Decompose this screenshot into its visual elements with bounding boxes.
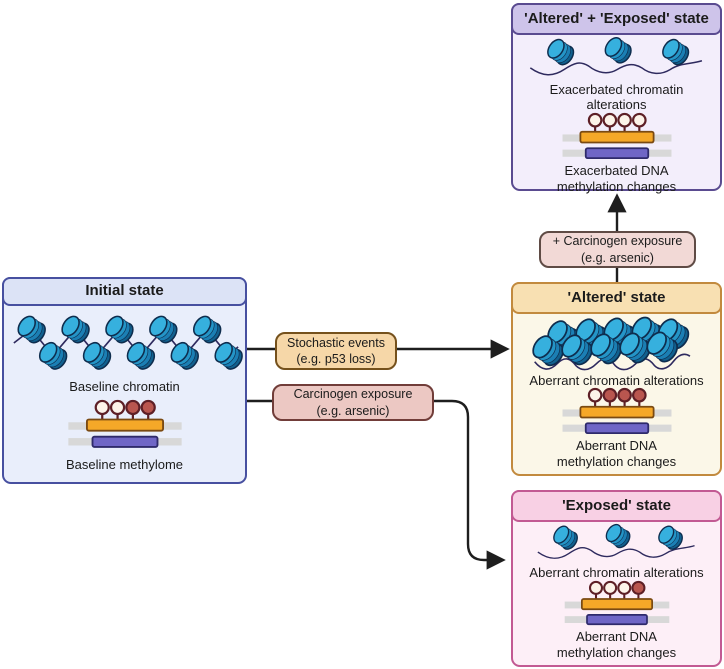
- state-box-exposed: 'Exposed' state Aberrant chromatin alter…: [511, 490, 722, 667]
- label-line1: + Carcinogen exposure: [552, 234, 683, 249]
- sparse-chromatin-illustration: [529, 33, 702, 75]
- nucleosome-icon: [188, 312, 225, 347]
- methyl-mark: [124, 399, 141, 415]
- nucleosome-icon: [122, 338, 159, 373]
- state-body-altered: Aberrant chromatin alterations Aberrant …: [513, 312, 720, 475]
- methylome-bar: [91, 435, 158, 448]
- methylome-illustration: [562, 388, 671, 435]
- state-body-altered-exposed: Exacerbated chromatin alterations Exacer…: [513, 33, 720, 199]
- methyl-mark: [602, 580, 617, 595]
- nucleosome-icon: [101, 312, 137, 347]
- nucleosome-icon: [166, 338, 202, 373]
- methylome-bar: [584, 422, 649, 435]
- state-title-initial: Initial state: [2, 277, 247, 306]
- dense-chromatin-illustration: [527, 312, 693, 370]
- label-plus-carcinogen-exposure: + Carcinogen exposure (e.g. arsenic): [539, 231, 696, 268]
- methylome-illustration: [564, 580, 669, 626]
- nucleosome-icon: [78, 338, 115, 373]
- nucleosome-icon: [34, 338, 71, 373]
- dna-strand: [536, 544, 695, 559]
- state-box-altered-exposed: 'Altered' + 'Exposed' state Exacerbated …: [511, 3, 722, 194]
- state-box-altered: 'Altered' state Aberrant chromatin alter…: [511, 282, 722, 476]
- nucleosome-icon: [13, 312, 49, 347]
- methylome-caption: Aberrant DNA methylation changes: [556, 438, 677, 470]
- sparse-chromatin-illustration: [536, 520, 695, 559]
- dna-region-bar: [580, 598, 653, 611]
- label-line2: (e.g. arsenic): [316, 403, 390, 418]
- zigzag-chromatin-illustration: [12, 312, 246, 373]
- label-line1: Stochastic events: [287, 335, 385, 350]
- methyl-mark: [616, 580, 631, 595]
- dna-region-bar: [579, 406, 654, 419]
- methyl-mark: [109, 399, 125, 415]
- methyl-mark: [602, 113, 617, 128]
- dna-region-bar: [579, 131, 654, 144]
- methyl-mark: [588, 580, 603, 595]
- state-title-exposed: 'Exposed' state: [511, 490, 722, 522]
- chromatin-caption: Aberrant chromatin alterations: [529, 564, 704, 580]
- nucleosome-icon: [145, 312, 181, 347]
- methylome-caption: Baseline methylome: [65, 456, 184, 472]
- methyl-mark: [602, 388, 617, 403]
- methylome-bar: [584, 147, 649, 160]
- state-body-initial: Baseline chromatin Baseline methylome: [4, 304, 246, 483]
- chromatin-caption: Aberrant chromatin alterations: [529, 372, 704, 388]
- methyl-mark: [631, 388, 647, 403]
- methylome-illustration: [67, 399, 182, 448]
- methyl-mark: [94, 399, 110, 415]
- nucleosome-icon: [543, 35, 578, 68]
- label-line1: Carcinogen exposure: [293, 387, 413, 402]
- nucleosome-icon: [57, 312, 93, 347]
- label-line2: (e.g. p53 loss): [296, 352, 376, 366]
- nucleosome-icon: [600, 33, 635, 67]
- methyl-mark: [616, 388, 632, 403]
- dna-region-bar: [85, 418, 164, 432]
- methylome-bar: [585, 613, 648, 626]
- state-title-altered: 'Altered' state: [511, 282, 722, 314]
- methylome-caption: Exacerbated DNA methylation changes: [556, 163, 677, 195]
- label-line2: (e.g. arsenic): [581, 250, 654, 265]
- methyl-mark: [140, 399, 156, 415]
- chromatin-caption: Baseline chromatin: [69, 378, 180, 394]
- label-stochastic-events: Stochastic events (e.g. p53 loss): [275, 332, 397, 370]
- dna-strand: [533, 353, 690, 370]
- arrow-initial-to-exposed: [247, 399, 506, 570]
- state-title-altered-exposed: 'Altered' + 'Exposed' state: [511, 3, 722, 35]
- label-carcinogen-exposure: Carcinogen exposure (e.g. arsenic): [272, 384, 434, 421]
- methylome-illustration: [562, 113, 671, 160]
- methylome-caption: Aberrant DNA methylation changes: [556, 629, 677, 660]
- state-body-exposed: Aberrant chromatin alterations Aberrant …: [513, 520, 720, 666]
- chromatin-caption: Exacerbated chromatin alterations: [549, 81, 684, 113]
- state-box-initial: Initial state Baseline chromatin: [2, 277, 247, 484]
- methyl-mark: [587, 113, 602, 128]
- methyl-mark: [630, 580, 645, 595]
- nucleosome-icon: [602, 520, 634, 551]
- dna-strand: [529, 59, 702, 75]
- methyl-mark: [616, 113, 632, 128]
- methyl-mark: [631, 113, 647, 128]
- nucleosome-icon: [210, 338, 246, 373]
- methyl-mark: [587, 388, 602, 403]
- nucleosome-icon: [549, 522, 581, 553]
